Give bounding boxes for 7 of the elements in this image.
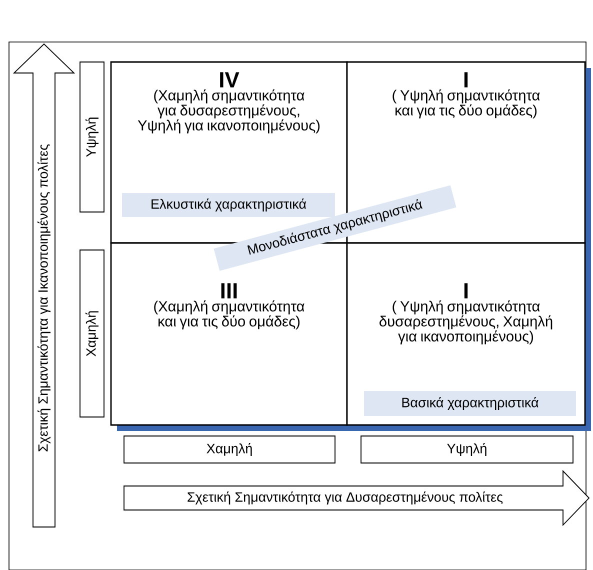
category-tag: Ελκυστικά χαρακτηριστικά [122,193,335,217]
node-label: Σχετική Σημαντικότητα για Δυσαρεστημένους πολίτες [188,492,503,504]
axis-level-box: Υψηλή [80,62,104,212]
axis-level-box: Υψηλή [360,436,574,464]
axis-level-box: Χαμηλή [80,250,104,418]
category-tag: Βασικά χαρακτηριστικά [364,391,576,416]
axis-level-box: Χαμηλή [124,436,336,464]
